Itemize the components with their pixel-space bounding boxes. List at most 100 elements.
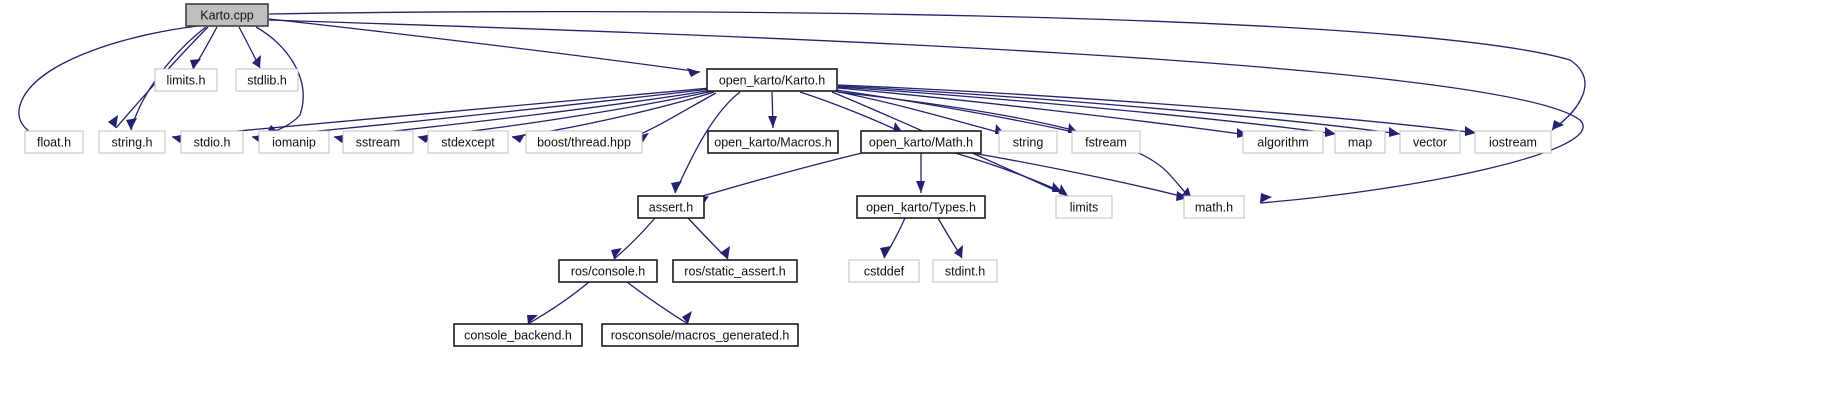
graph-node-stdio_h[interactable]: stdio.h: [180, 130, 244, 154]
node-label-ros_static_assert_h: ros/static_assert.h: [684, 264, 785, 278]
edge-open_karto_karto_h-to-stdexcept: [511, 91, 715, 138]
node-box-console_backend_h[interactable]: [453, 323, 583, 347]
node-label-boost_thread_hpp: boost/thread.hpp: [537, 135, 631, 149]
graph-node-limits_h[interactable]: limits.h: [154, 68, 218, 92]
node-box-stdlib_h[interactable]: [235, 68, 299, 92]
node-box-iomanip[interactable]: [258, 130, 330, 154]
graph-node-map[interactable]: map: [1334, 130, 1386, 154]
node-box-string[interactable]: [998, 130, 1058, 154]
node-label-open_karto_macros_h: open_karto/Macros.h: [714, 135, 831, 149]
arrowhead-open_karto_karto_h-to-iostream: [1465, 126, 1476, 136]
node-label-algorithm: algorithm: [1257, 135, 1308, 149]
node-label-string_h: string.h: [112, 135, 153, 149]
graph-node-rosconsole_macros_generated_h[interactable]: rosconsole/macros_generated.h: [601, 323, 799, 347]
node-box-open_karto_math_h[interactable]: [860, 130, 982, 154]
arrowhead-ros_console_h-to-console_backend_h: [527, 315, 538, 324]
node-box-fstream[interactable]: [1071, 130, 1141, 154]
node-label-stdexcept: stdexcept: [441, 135, 495, 149]
graph-node-ros_static_assert_h[interactable]: ros/static_assert.h: [672, 259, 798, 283]
graph-node-open_karto_macros_h[interactable]: open_karto/Macros.h: [707, 130, 839, 154]
arrowhead-open_karto_karto_h-to-open_karto_macros_h: [768, 116, 777, 128]
node-label-open_karto_types_h: open_karto/Types.h: [866, 200, 976, 214]
node-box-boost_thread_hpp[interactable]: [525, 130, 643, 154]
node-box-float_h[interactable]: [24, 130, 84, 154]
node-box-algorithm[interactable]: [1242, 130, 1324, 154]
node-box-limits_h[interactable]: [154, 68, 218, 92]
node-box-limits[interactable]: [1055, 195, 1113, 219]
node-box-stdio_h[interactable]: [180, 130, 244, 154]
edge-karto_cpp-to-iostream: [268, 10, 1586, 131]
arrowhead-open_karto_karto_h-to-map: [1325, 127, 1336, 137]
edge-open_karto_karto_h-to-string: [833, 90, 1006, 135]
graph-node-stdlib_h[interactable]: stdlib.h: [235, 68, 299, 92]
arrowhead-open_karto_karto_h-to-assert_h: [671, 181, 682, 193]
graph-node-console_backend_h[interactable]: console_backend.h: [453, 323, 583, 347]
arrowhead-karto_cpp-to-stdlib_h: [252, 55, 261, 68]
graph-node-open_karto_types_h[interactable]: open_karto/Types.h: [856, 195, 986, 219]
node-label-open_karto_math_h: open_karto/Math.h: [869, 135, 973, 149]
node-box-stdint_h[interactable]: [932, 259, 998, 283]
graph-node-karto_cpp[interactable]: Karto.cpp: [185, 3, 269, 27]
graph-node-float_h[interactable]: float.h: [24, 130, 84, 154]
graph-node-string_h[interactable]: string.h: [98, 130, 166, 154]
node-label-stdint_h: stdint.h: [945, 264, 985, 278]
graph-node-string[interactable]: string: [998, 130, 1058, 154]
node-box-ros_static_assert_h[interactable]: [672, 259, 798, 283]
node-box-iostream[interactable]: [1474, 130, 1552, 154]
edge-open_karto_karto_h-to-iostream: [837, 84, 1477, 134]
node-label-stdlib_h: stdlib.h: [247, 73, 287, 87]
node-box-math_h[interactable]: [1183, 195, 1245, 219]
edge-layer: [18, 10, 1586, 325]
graph-node-sstream[interactable]: sstream: [342, 130, 414, 154]
node-box-ros_console_h[interactable]: [558, 259, 658, 283]
graph-node-math_h[interactable]: math.h: [1183, 195, 1245, 219]
node-label-cstddef: cstddef: [864, 264, 905, 278]
node-box-stdexcept[interactable]: [427, 130, 509, 154]
edge-open_karto_karto_h-to-fstream: [835, 89, 1079, 134]
node-label-sstream: sstream: [356, 135, 400, 149]
graph-node-boost_thread_hpp[interactable]: boost/thread.hpp: [525, 130, 643, 154]
edge-open_karto_karto_h-to-sstream: [417, 90, 714, 138]
graph-node-iomanip[interactable]: iomanip: [258, 130, 330, 154]
node-label-fstream: fstream: [1085, 135, 1127, 149]
node-label-math_h: math.h: [1195, 200, 1233, 214]
arrowhead-assert_h-to-ros_static_assert_h: [720, 246, 730, 259]
node-label-karto_cpp: Karto.cpp: [200, 8, 254, 22]
graph-node-ros_console_h[interactable]: ros/console.h: [558, 259, 658, 283]
node-label-ros_console_h: ros/console.h: [571, 264, 645, 278]
arrowhead-karto_cpp-to-math_h: [1260, 193, 1272, 203]
edge-open_karto_math_h-to-math_h: [971, 152, 1189, 199]
graph-node-fstream[interactable]: fstream: [1071, 130, 1141, 154]
node-box-map[interactable]: [1334, 130, 1386, 154]
graph-node-algorithm[interactable]: algorithm: [1242, 130, 1324, 154]
arrowhead-ros_console_h-to-rosconsole_macros_generated_h: [682, 311, 692, 324]
graph-node-vector[interactable]: vector: [1399, 130, 1461, 154]
node-label-vector: vector: [1413, 135, 1447, 149]
graph-node-limits[interactable]: limits: [1055, 195, 1113, 219]
graph-node-cstddef[interactable]: cstddef: [848, 259, 920, 283]
node-box-assert_h[interactable]: [637, 195, 705, 219]
node-label-rosconsole_macros_generated_h: rosconsole/macros_generated.h: [611, 328, 790, 342]
edge-open_karto_karto_h-to-boost_thread_hpp: [635, 92, 717, 137]
edge-ros_console_h-to-rosconsole_macros_generated_h: [626, 281, 689, 325]
graph-node-stdint_h[interactable]: stdint.h: [932, 259, 998, 283]
node-box-vector[interactable]: [1399, 130, 1461, 154]
edge-karto_cpp-to-stdio_h: [255, 26, 304, 135]
node-box-open_karto_macros_h[interactable]: [707, 130, 839, 154]
edge-open_karto_karto_h-to-string_h: [171, 87, 711, 138]
graph-node-iostream[interactable]: iostream: [1474, 130, 1552, 154]
node-box-cstddef[interactable]: [848, 259, 920, 283]
graph-node-stdexcept[interactable]: stdexcept: [427, 130, 509, 154]
node-box-karto_cpp[interactable]: [185, 3, 269, 27]
node-box-open_karto_karto_h[interactable]: [706, 68, 838, 92]
graph-node-assert_h[interactable]: assert.h: [637, 195, 705, 219]
edge-karto_cpp-to-open_karto_karto_h: [268, 18, 701, 73]
graph-node-open_karto_karto_h[interactable]: open_karto/Karto.h: [706, 68, 838, 92]
node-box-string_h[interactable]: [98, 130, 166, 154]
node-box-sstream[interactable]: [342, 130, 414, 154]
node-box-open_karto_types_h[interactable]: [856, 195, 986, 219]
node-box-rosconsole_macros_generated_h[interactable]: [601, 323, 799, 347]
graph-node-open_karto_math_h[interactable]: open_karto/Math.h: [860, 130, 982, 154]
